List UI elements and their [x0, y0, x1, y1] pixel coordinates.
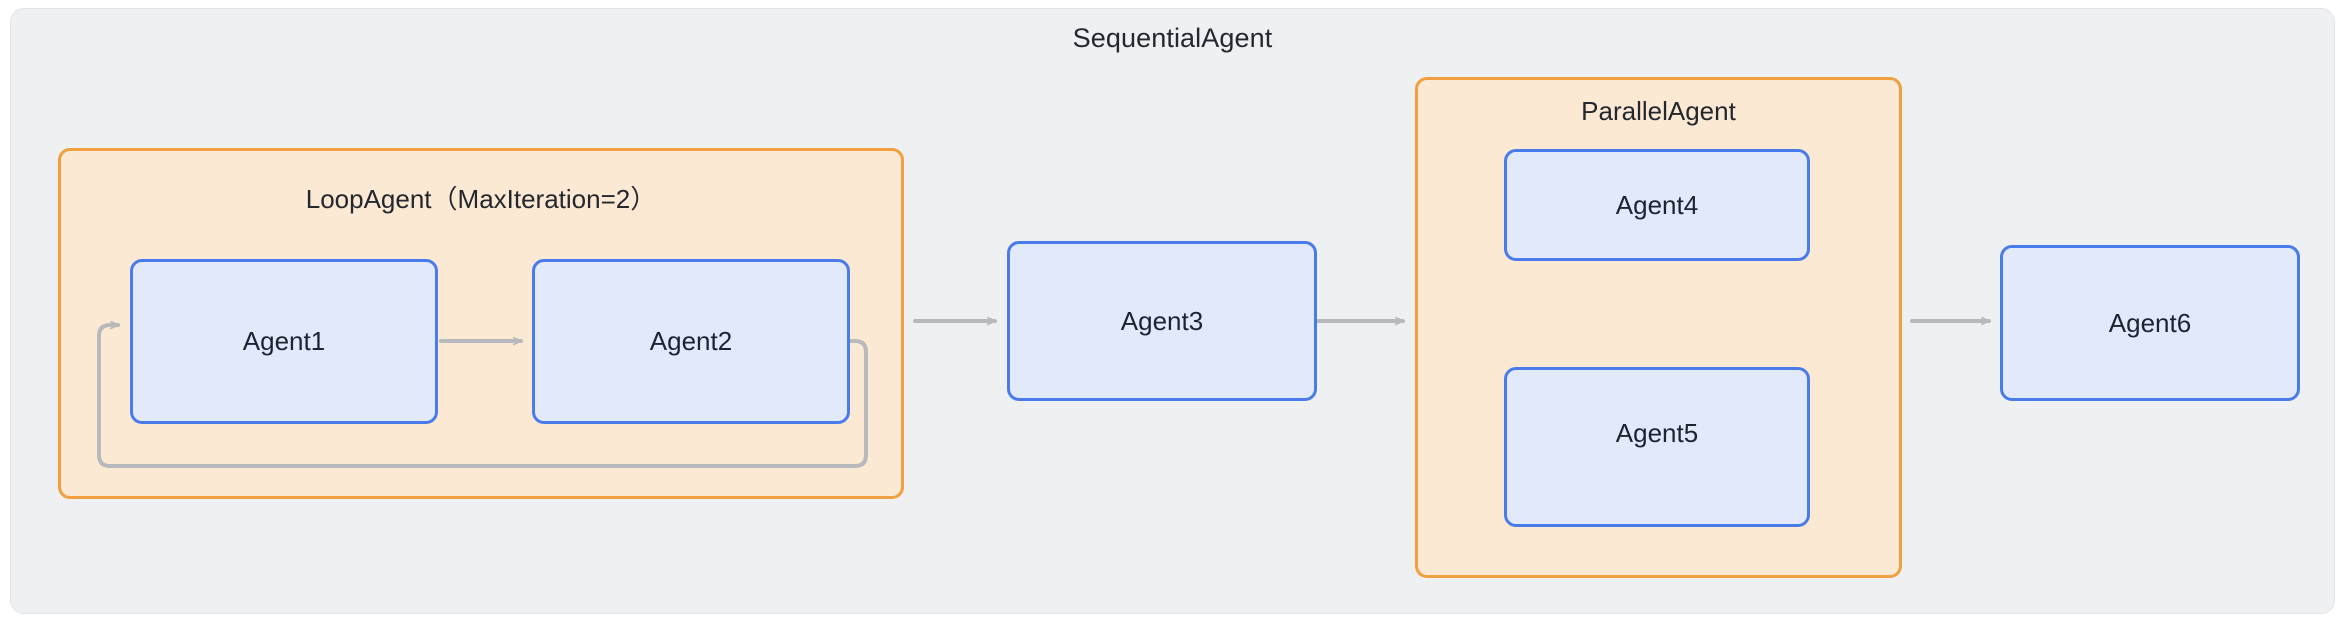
agent-node-agent5[interactable]: Agent5 [1504, 367, 1810, 527]
agent-node-agent1[interactable]: Agent1 [130, 259, 438, 424]
agent-node-agent6[interactable]: Agent6 [2000, 245, 2300, 401]
agent-node-label: Agent2 [649, 326, 733, 356]
agent-node-agent4[interactable]: Agent4 [1504, 149, 1810, 261]
sequential-agent-title: SequentialAgent [1072, 23, 1273, 53]
agent-node-agent3[interactable]: Agent3 [1007, 241, 1317, 401]
agent-node-label: Agent5 [1615, 418, 1699, 448]
agent-node-agent2[interactable]: Agent2 [532, 259, 850, 424]
agent-node-label: Agent4 [1615, 189, 1699, 220]
parallel-agent-title: ParallelAgent [1581, 96, 1736, 126]
agent-node-label: Agent1 [242, 326, 326, 356]
loop-agent-title: LoopAgent（MaxIteration=2） [305, 184, 657, 214]
agent-node-label: Agent3 [1120, 305, 1204, 336]
agent-node-label: Agent6 [2108, 307, 2192, 338]
